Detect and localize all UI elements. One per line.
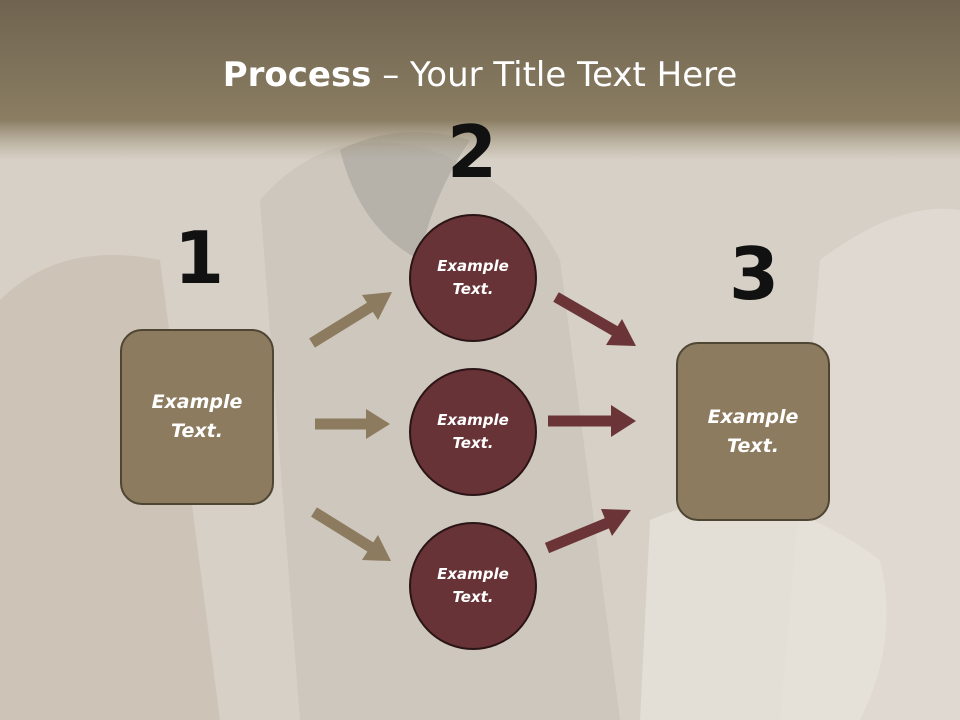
arrow-out-middle	[548, 405, 636, 437]
title-bold: Process	[222, 55, 372, 95]
left-step-box: Example Text.	[120, 329, 274, 505]
circle-middle-text: Example Text.	[437, 411, 509, 452]
arrow-in-up	[309, 292, 392, 348]
arrow-out-up	[544, 509, 631, 554]
circle-middle: Example Text.	[409, 368, 537, 496]
circle-top: Example Text.	[409, 214, 537, 342]
left-box-text: Example Text.	[151, 391, 243, 442]
step-number-3: 3	[728, 232, 780, 316]
circle-bottom-text: Example Text.	[437, 565, 509, 606]
right-step-box: Example Text.	[676, 342, 830, 521]
step-number-1: 1	[173, 216, 225, 300]
circle-top-text: Example Text.	[437, 257, 509, 298]
title-rest: – Your Title Text Here	[371, 55, 738, 95]
slide-title: Process – Your Title Text Here	[0, 54, 960, 96]
arrow-out-down	[553, 292, 636, 346]
arrow-in-middle	[315, 409, 390, 439]
arrow-in-down	[311, 507, 391, 561]
step-number-2: 2	[446, 110, 498, 194]
circle-bottom: Example Text.	[409, 522, 537, 650]
right-box-text: Example Text.	[707, 405, 799, 457]
